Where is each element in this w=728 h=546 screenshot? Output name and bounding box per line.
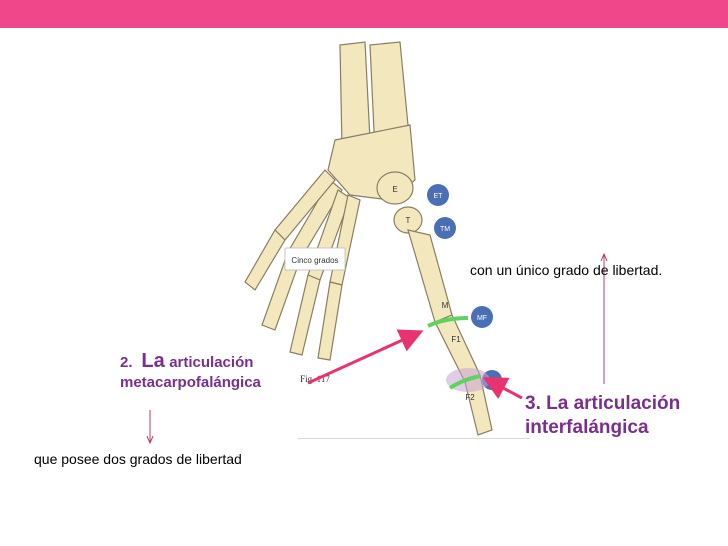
mcp-number: 2. [120, 354, 133, 371]
mcp-title-line1: 2. La articulación [120, 350, 253, 373]
hand-bones-figure: Cinco grados Fig. 117 E T M F1 F2 ET TM … [230, 30, 530, 445]
mcp-note: que posee dos grados de libertad [34, 451, 242, 467]
joint-label-et: ET [434, 193, 444, 200]
bone-label-m: M [442, 301, 449, 310]
finger-bone-7 [317, 281, 343, 361]
joint-marker-et [427, 184, 449, 206]
ip-note: con un único grado de libertad. [470, 262, 663, 278]
bone-label-t: T [406, 216, 411, 225]
ip-joint-highlight [448, 374, 481, 390]
inner-caption: Cinco grados [291, 256, 338, 265]
ip-title: 3. La articulación interfalángica [525, 392, 725, 440]
joint-label-tm: TM [440, 226, 450, 233]
trapezoid-bone [393, 206, 423, 234]
joint-marker-mf [471, 306, 493, 328]
mcp-la: La [141, 350, 165, 372]
mcp-name: metacarpofalángica [120, 374, 261, 391]
ip-title-line1: 3. La articulación [525, 393, 681, 414]
bone-label-f1: F1 [451, 335, 461, 344]
figure-baseline [298, 438, 530, 439]
ip-title-line2: interfalángica [525, 417, 649, 438]
bone-label-e: E [392, 185, 397, 194]
finger-bone-8 [244, 229, 286, 291]
mcp-joint-highlight [427, 316, 469, 328]
mcp-word: articulación [169, 354, 254, 371]
joint-label-mf: MF [477, 315, 487, 322]
finger-bone-6 [289, 274, 321, 356]
bone-label-f2: F2 [465, 393, 475, 402]
top-accent-bar [0, 0, 728, 28]
trapezium-bone [376, 171, 414, 205]
joint-marker-tm [434, 217, 456, 239]
fig-label: Fig. 117 [300, 374, 330, 384]
